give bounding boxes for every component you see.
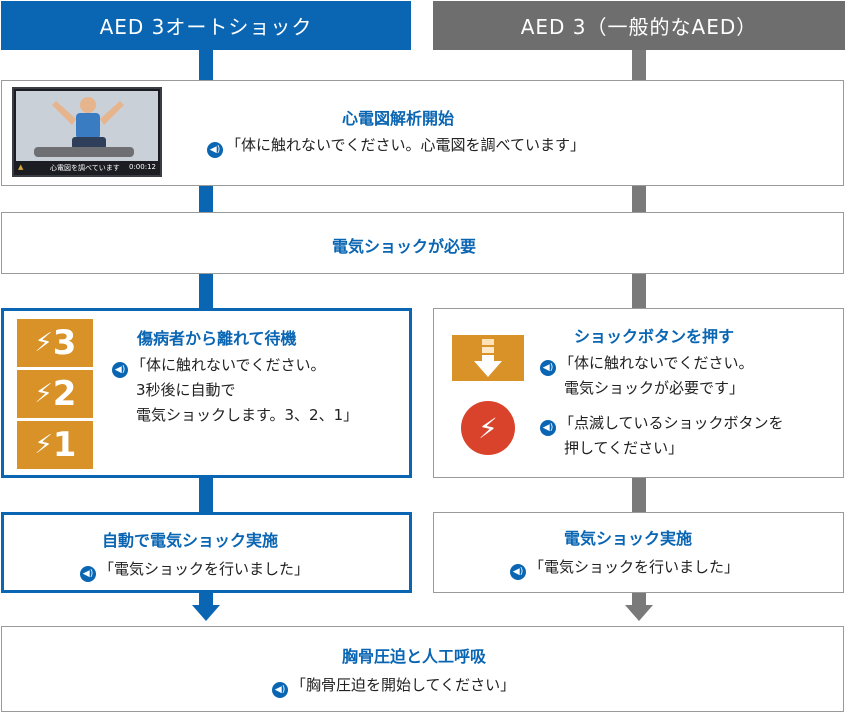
press-button-step: ⚡ ショックボタンを押す ◀)「体に触れないでください。 電気ショックが必要です… [433, 308, 844, 478]
arrow-right-down [625, 605, 653, 621]
countdown-tile-3: ⚡3 [17, 319, 93, 367]
speaker-icon: ◀) [510, 564, 526, 580]
auto-wait-title: 傷病者から離れて待機 [137, 329, 297, 348]
shock-button-icon: ⚡ [461, 401, 515, 455]
manual-shock-step: 電気ショック実施 ◀)「電気ショックを行いました」 [433, 512, 844, 593]
rescuer-illustration [34, 97, 134, 157]
speaker-icon: ◀) [207, 142, 223, 158]
press-down-arrow-icon [474, 339, 502, 377]
press-button-title: ショックボタンを押す [574, 327, 735, 346]
connector-right-2 [632, 186, 646, 212]
header-right-label: AED 3（一般的なAED） [520, 15, 758, 39]
speaker-icon: ◀) [540, 420, 556, 436]
cpr-step: 胸骨圧迫と人工呼吸 ◀)「胸骨圧迫を開始してください」 [1, 626, 844, 712]
cpr-voice-prompt: ◀)「胸骨圧迫を開始してください」 [272, 673, 515, 698]
lightning-icon: ⚡ [34, 430, 53, 460]
connector-right-4 [632, 478, 646, 512]
lightning-icon: ⚡ [34, 328, 53, 358]
connector-right-3 [632, 274, 646, 308]
press-button-voice-prompt-1: ◀)「体に触れないでください。 電気ショックが必要です」 [540, 351, 754, 401]
person-icon: ▲ [18, 163, 24, 171]
speaker-icon: ◀) [272, 682, 288, 698]
connector-left-1 [199, 50, 213, 80]
shock-needed-title: 電気ショックが必要 [332, 237, 477, 256]
manual-shock-title: 電気ショック実施 [564, 529, 693, 548]
connector-left-3 [199, 274, 213, 308]
auto-shock-voice-prompt: ◀)「電気ショックを行いました」 [80, 557, 309, 582]
countdown-tile-2: ⚡2 [17, 370, 93, 418]
connector-left-5 [199, 593, 213, 605]
screen-caption: 心電図を調べています [50, 164, 120, 172]
connector-left-4 [199, 478, 213, 512]
auto-wait-step: ⚡3 ⚡2 ⚡1 傷病者から離れて待機 ◀)「体に触れないでください。 3秒後に… [1, 308, 412, 478]
auto-wait-voice-prompt: ◀)「体に触れないでください。 3秒後に自動で 電気ショックします。3、2、1」 [112, 353, 358, 428]
header-left-label: AED 3オートショック [99, 15, 313, 39]
analysis-title: 心電図解析開始 [342, 109, 455, 128]
screen-time: 0:00:12 [129, 163, 156, 171]
auto-shock-step: 自動で電気ショック実施 ◀)「電気ショックを行いました」 [1, 512, 412, 593]
connector-left-2 [199, 186, 213, 212]
arrow-left-down [192, 605, 220, 621]
aed-screen-image [16, 91, 158, 161]
connector-right-5 [632, 593, 646, 605]
analysis-step: ▲ 心電図を調べています 0:00:12 心電図解析開始 ◀)「体に触れないでく… [1, 80, 844, 186]
countdown-tile-1: ⚡1 [17, 421, 93, 469]
aed-screen-thumbnail: ▲ 心電図を調べています 0:00:12 [12, 87, 162, 177]
speaker-icon: ◀) [112, 362, 128, 378]
cpr-title: 胸骨圧迫と人工呼吸 [342, 647, 487, 666]
press-button-voice-prompt-2: ◀)「点滅しているショックボタンを 押してください」 [540, 411, 784, 461]
shock-button-tile [452, 335, 524, 381]
connector-right-1 [632, 50, 646, 80]
speaker-icon: ◀) [80, 566, 96, 582]
lightning-icon: ⚡ [34, 379, 53, 409]
header-aed3-general: AED 3（一般的なAED） [433, 1, 845, 50]
auto-shock-title: 自動で電気ショック実施 [102, 531, 279, 550]
shock-needed-step: 電気ショックが必要 [1, 212, 844, 274]
manual-shock-voice-prompt: ◀)「電気ショックを行いました」 [510, 555, 739, 580]
speaker-icon: ◀) [540, 360, 556, 376]
analysis-voice-prompt: ◀)「体に触れないでください。心電図を調べています」 [207, 133, 585, 158]
header-aed3-autoshock: AED 3オートショック [1, 1, 411, 50]
